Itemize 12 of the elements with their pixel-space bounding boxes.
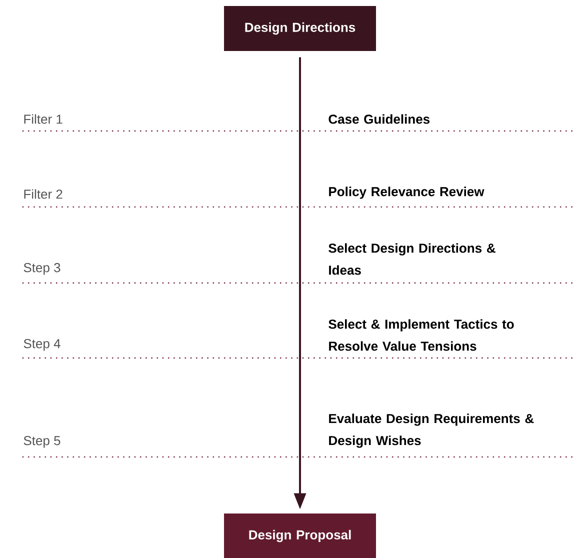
step-label: Step 4: [24, 339, 60, 351]
task-label: Evaluate Design Requirements & Design Wishes: [329, 414, 534, 448]
task-label: Select & Implement Tactics to Resolve Value Tensions: [328, 319, 514, 351]
task-label: Policy Relevance Review: [329, 186, 484, 199]
task-label: Select Design Directions & Ideas: [328, 243, 496, 275]
step-label: Step 3: [24, 263, 60, 275]
step-label: Filter 1: [24, 114, 62, 124]
step-label: Filter 2: [24, 189, 62, 199]
process-box: Design Directions: [224, 6, 376, 51]
process-box: Design Proposal: [224, 514, 376, 558]
step-label: Step 5: [24, 436, 60, 448]
task-label: Case Guidelines: [328, 114, 430, 124]
